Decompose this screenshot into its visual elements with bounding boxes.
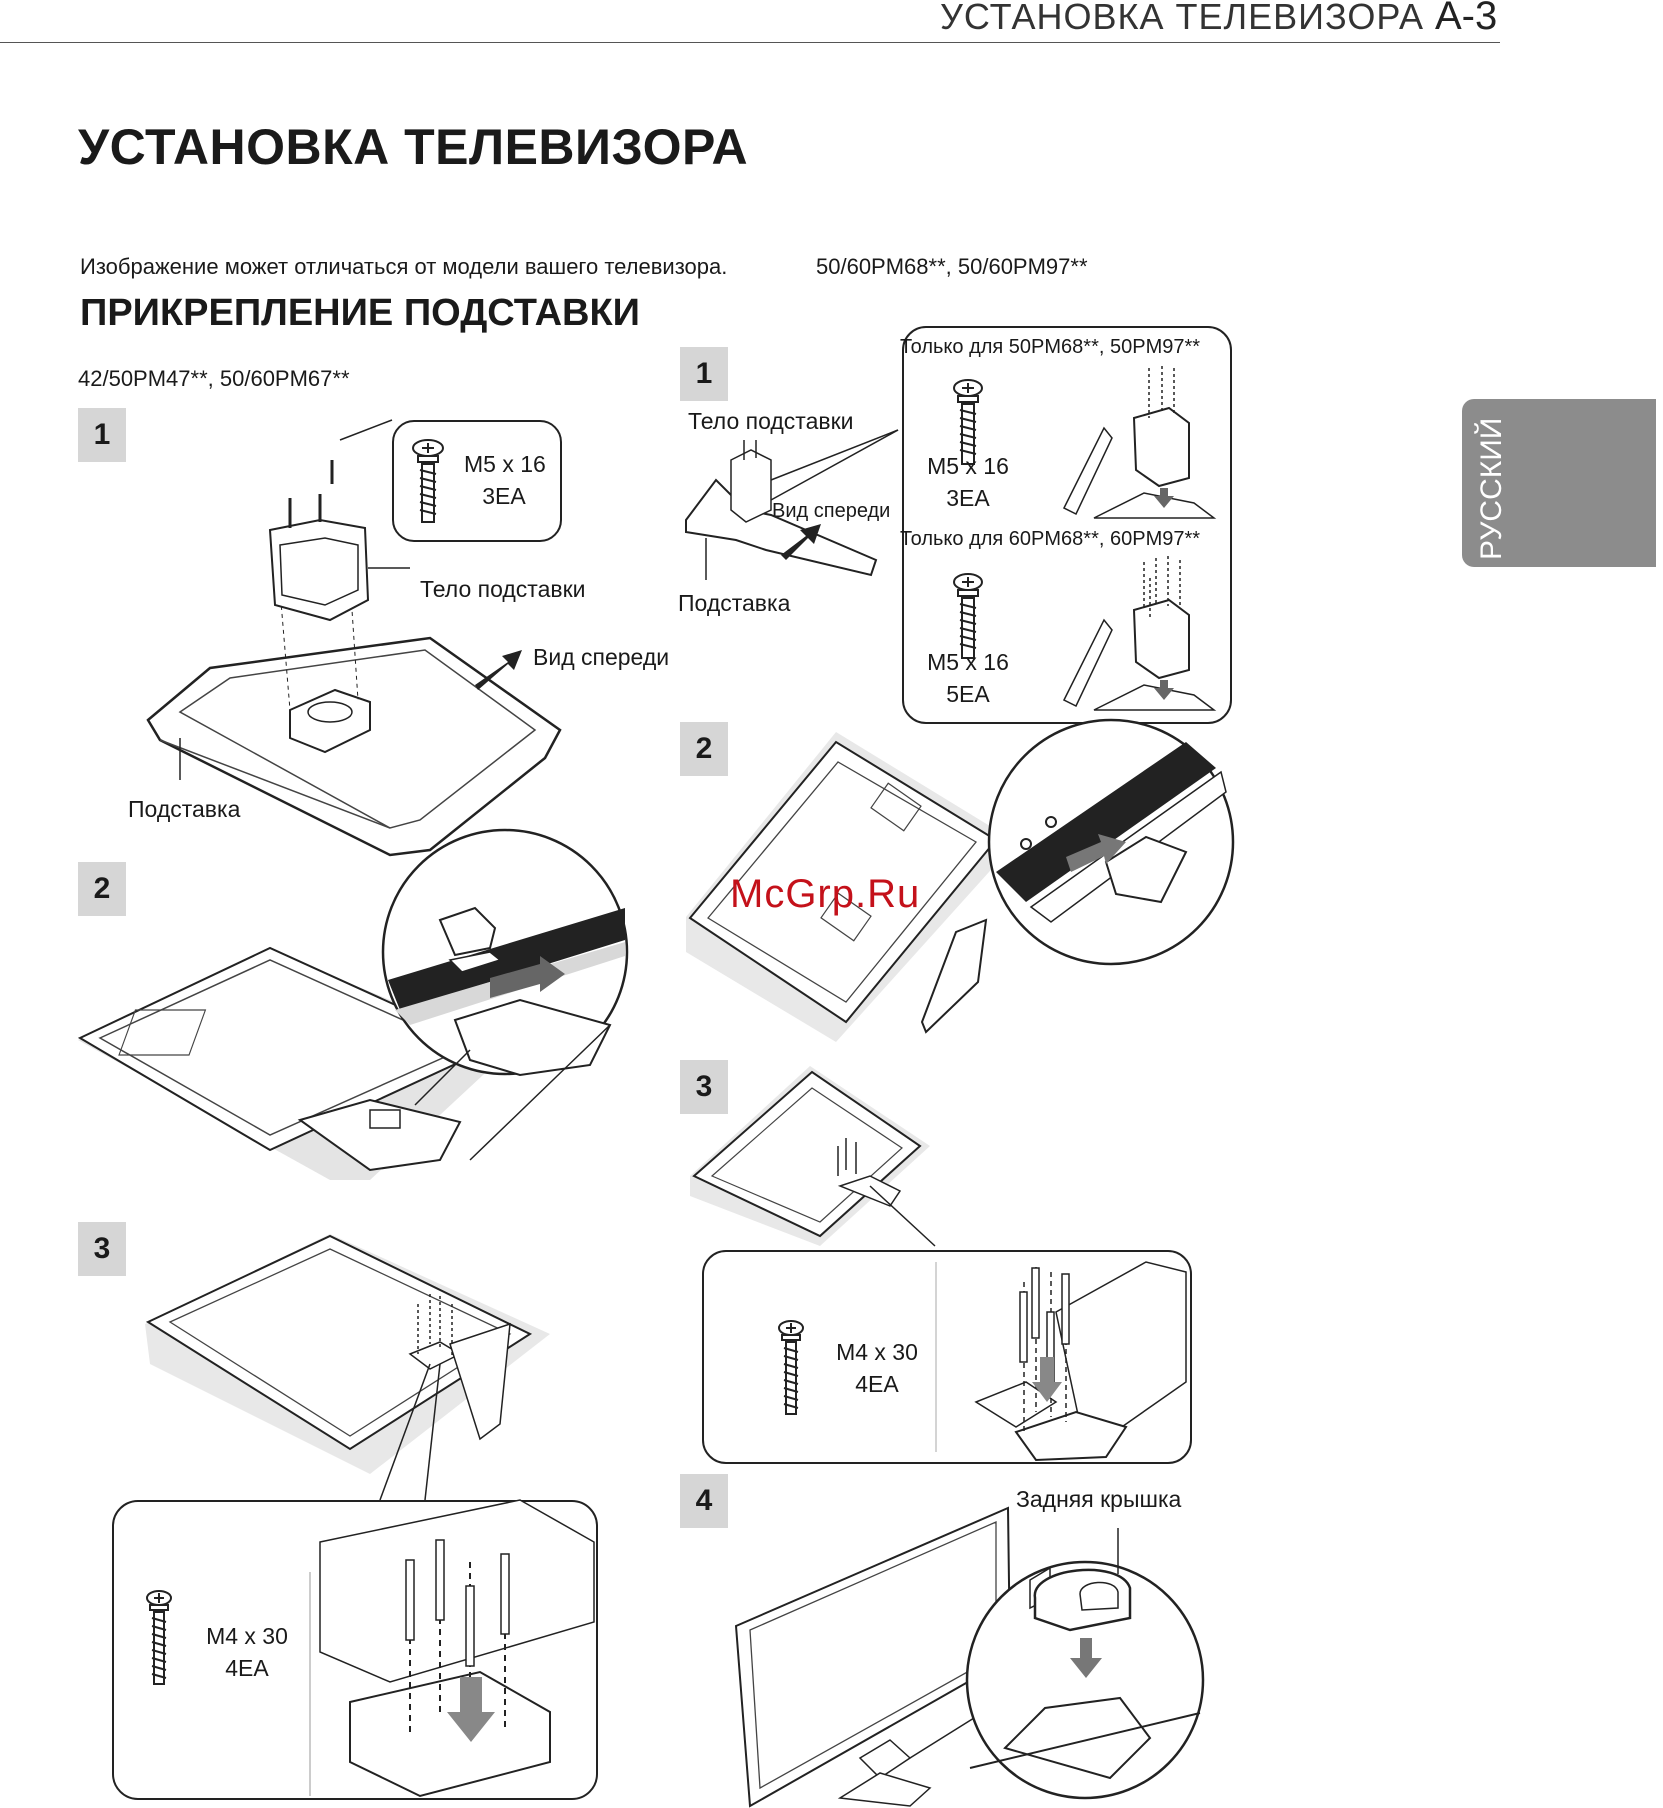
- right-screw-3-size: M4 x 30: [836, 1339, 918, 1365]
- screw-50-size: M5 x 16: [927, 453, 1009, 479]
- left-screw-callout-1: M5 x 16 3EA: [392, 420, 562, 542]
- right-step-4-tv-illustration: [734, 1506, 1205, 1808]
- right-step-4: 4: [680, 1474, 728, 1528]
- right-step-2: 2: [680, 722, 728, 776]
- section-title: ПРИКРЕПЛЕНИЕ ПОДСТАВКИ: [80, 292, 640, 334]
- left-label-stand: Подставка: [128, 796, 241, 822]
- screw-60-qty: 5EA: [946, 681, 990, 707]
- long-screw-icon: [146, 1590, 172, 1685]
- right-step-3: 3: [680, 1060, 728, 1114]
- left-screw-3-qty: 4EA: [225, 1655, 269, 1681]
- label-back-cover: Задняя крышка: [1016, 1486, 1182, 1512]
- left-screw-callout-3: M4 x 30 4EA: [112, 1499, 598, 1800]
- header-divider: [0, 42, 1500, 43]
- model-disclaimer: Изображение может отличаться от модели в…: [80, 254, 728, 279]
- left-column-models: 42/50PM47**, 50/60PM67**: [78, 366, 350, 391]
- right-screw-callout-1: Только для 50PM68**, 50PM97** Только для…: [900, 326, 1232, 724]
- left-step-1: 1: [78, 408, 126, 462]
- left-screw-1-size: M5 x 16: [464, 451, 546, 477]
- right-step-3-tv-illustration: [690, 1066, 936, 1247]
- header-title: УСТАНОВКА ТЕЛЕВИЗОРА: [940, 0, 1424, 37]
- screw-icon: [953, 573, 983, 659]
- stand-body-60-illustration: [1062, 556, 1217, 711]
- screw-60-size: M5 x 16: [927, 649, 1009, 675]
- stand-body-50-illustration: [1062, 366, 1217, 519]
- left-step-2: 2: [78, 862, 126, 916]
- left-step-3: 3: [78, 1222, 126, 1276]
- left-step-1-stand-illustration: [146, 419, 562, 857]
- left-step-2-tv-illustration: [77, 828, 629, 1180]
- right-screw-callout-3: M4 x 30 4EA: [702, 1250, 1192, 1464]
- right-column-models: 50/60PM68**, 50/60PM97**: [816, 254, 1088, 279]
- only-50-models: Только для 50PM68**, 50PM97**: [900, 336, 1201, 358]
- left-label-front-view: Вид спереди: [533, 644, 670, 670]
- right-step-3-detail-illustration: [935, 1261, 1187, 1462]
- left-label-stand-body: Тело подставки: [420, 576, 586, 602]
- right-step-1: 1: [680, 347, 728, 401]
- right-step-1-stand-illustration: [685, 429, 899, 580]
- left-screw-3-size: M4 x 30: [206, 1623, 288, 1649]
- right-screw-3-qty: 4EA: [855, 1371, 899, 1397]
- left-step-3-tv-illustration: [145, 1234, 550, 1501]
- screw-50-qty: 3EA: [946, 485, 990, 511]
- right-label-stand-body: Тело подставки: [688, 408, 854, 434]
- left-step-3-detail-illustration: [309, 1499, 595, 1798]
- right-label-front-view: Вид спереди: [772, 500, 891, 522]
- page-number: A-3: [1435, 0, 1498, 38]
- screw-icon: [953, 379, 983, 465]
- long-screw-icon: [778, 1320, 804, 1415]
- right-step-2-tv-illustration: [686, 718, 1235, 1042]
- watermark: McGrp.Ru: [730, 872, 921, 916]
- language-tab: [1462, 399, 1656, 567]
- page-title: УСТАНОВКА ТЕЛЕВИЗОРА: [78, 119, 749, 175]
- only-60-models: Только для 60PM68**, 60PM97**: [900, 528, 1201, 550]
- right-label-stand: Подставка: [678, 590, 791, 616]
- screw-icon: [412, 439, 444, 523]
- left-screw-1-qty: 3EA: [482, 483, 526, 509]
- language-tab-label: РУССКИЙ: [1475, 417, 1508, 560]
